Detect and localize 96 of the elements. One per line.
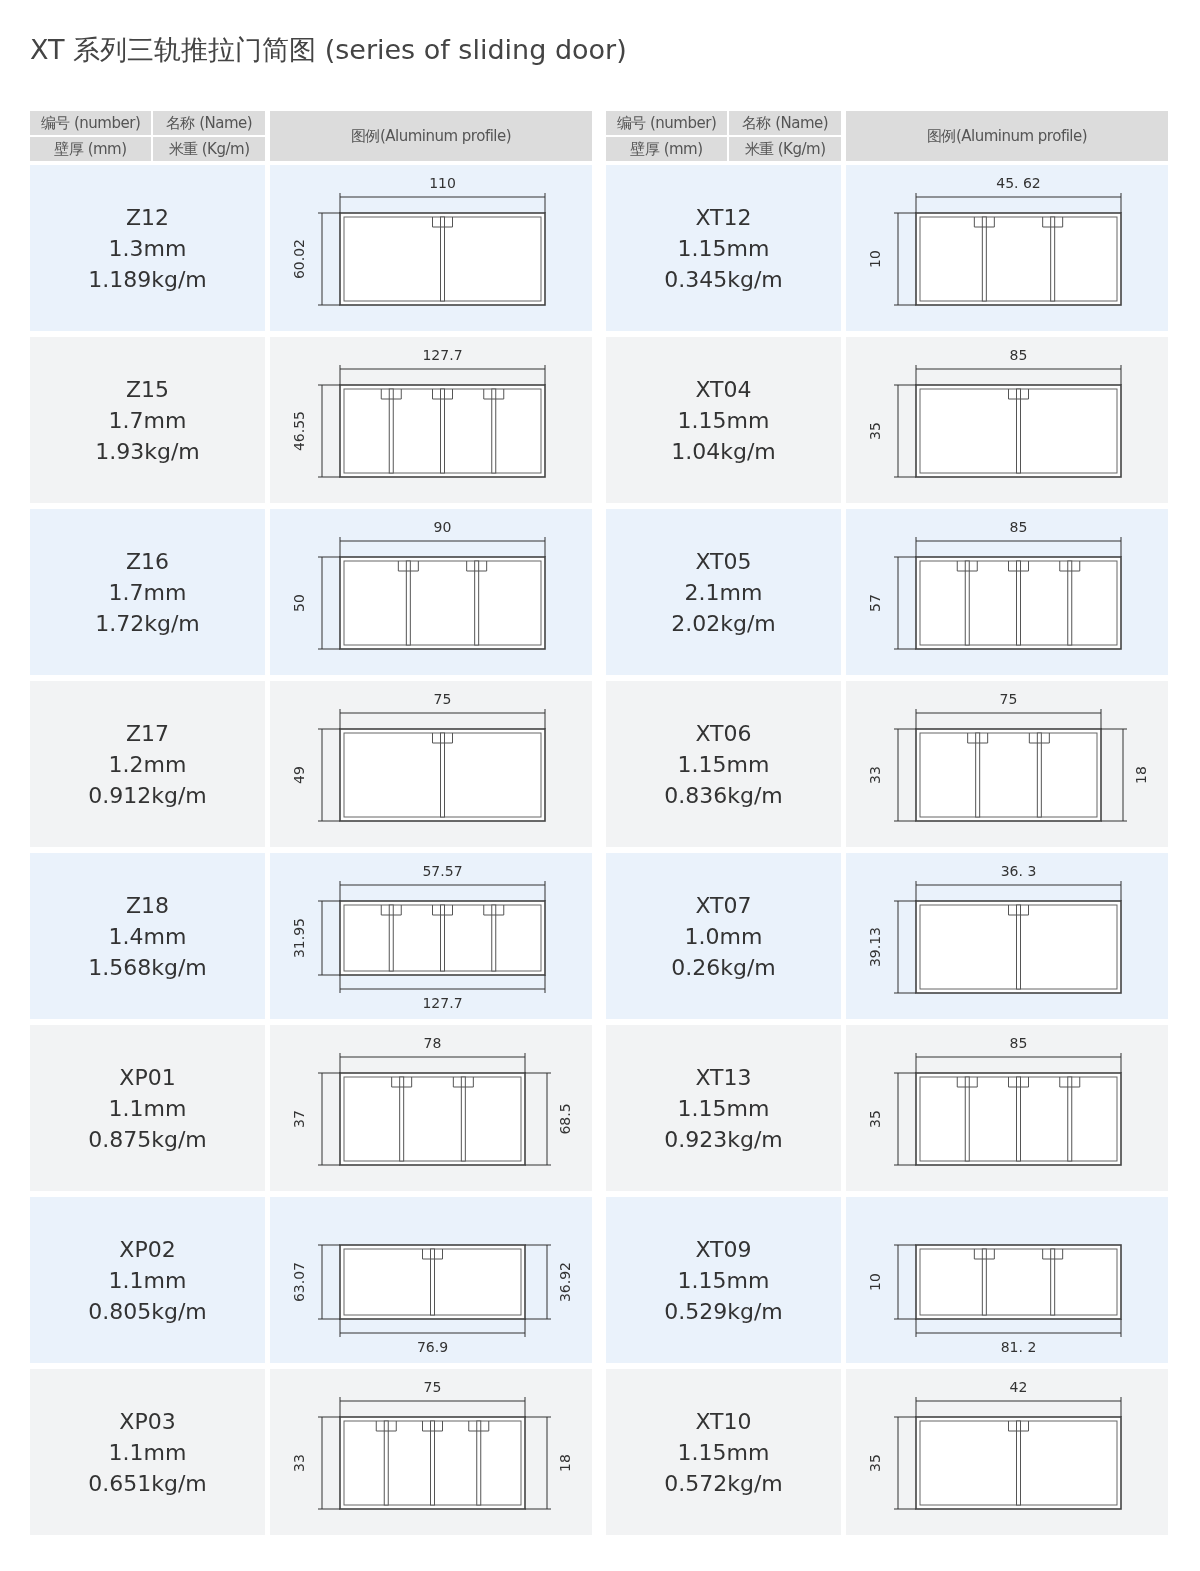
meter-weight: 0.805kg/m: [88, 1297, 207, 1326]
meter-weight: 0.572kg/m: [664, 1469, 783, 1498]
dimension-label: 63.07: [291, 1260, 307, 1305]
wall-thickness: 1.1mm: [108, 1094, 187, 1123]
dimension-label: 75: [432, 691, 453, 707]
profile-number: Z17: [125, 719, 170, 748]
profile-number: XT07: [695, 891, 752, 920]
dimension-label: 31.95: [291, 916, 307, 961]
column-header: 图例(Aluminum profile): [270, 111, 592, 161]
profile-number: XT04: [695, 375, 752, 404]
column-header: 壁厚 (mm): [606, 137, 727, 161]
dimension-label: 33: [291, 1453, 307, 1474]
dimension-label: 33: [867, 765, 883, 786]
column-header: 名称 (Name): [153, 111, 265, 135]
dimension-label: 37: [291, 1109, 307, 1130]
dimension-label: 50: [291, 593, 307, 614]
profile-number: XP03: [119, 1407, 176, 1436]
column-header: 图例(Aluminum profile): [846, 111, 1168, 161]
wall-thickness: 1.15mm: [677, 1438, 770, 1467]
wall-thickness: 1.2mm: [108, 750, 187, 779]
dimension-label: 42: [1008, 1379, 1029, 1395]
dimension-label: 110: [428, 175, 457, 191]
wall-thickness: 1.15mm: [677, 234, 770, 263]
wall-thickness: 1.15mm: [677, 750, 770, 779]
column-header: 壁厚 (mm): [30, 137, 151, 161]
meter-weight: 1.189kg/m: [88, 265, 207, 294]
dimension-label: 78: [422, 1035, 443, 1051]
column-header: 编号 (number): [606, 111, 727, 135]
profile-number: Z15: [125, 375, 170, 404]
dimension-label: 46.55: [291, 409, 307, 454]
wall-thickness: 2.1mm: [684, 578, 763, 607]
profile-number: XT06: [695, 719, 752, 748]
meter-weight: 1.04kg/m: [671, 437, 776, 466]
dimension-label: 81. 2: [999, 1339, 1038, 1355]
profile-number: Z16: [125, 547, 170, 576]
dimension-label: 10: [867, 249, 883, 270]
dimension-label: 60.02: [291, 237, 307, 282]
dimension-label: 35: [867, 1109, 883, 1130]
dimension-label: 36.92: [557, 1260, 573, 1305]
profile-number: Z18: [125, 891, 170, 920]
dimension-label: 90: [432, 519, 453, 535]
dimension-label: 75: [998, 691, 1019, 707]
meter-weight: 1.72kg/m: [95, 609, 200, 638]
wall-thickness: 1.0mm: [684, 922, 763, 951]
dimension-label: 127.7: [421, 347, 464, 363]
meter-weight: 0.651kg/m: [88, 1469, 207, 1498]
dimension-label: 10: [867, 1272, 883, 1293]
wall-thickness: 1.1mm: [108, 1438, 187, 1467]
meter-weight: 0.875kg/m: [88, 1125, 207, 1154]
meter-weight: 0.345kg/m: [664, 265, 783, 294]
meter-weight: 2.02kg/m: [671, 609, 776, 638]
meter-weight: 0.26kg/m: [671, 953, 776, 982]
dimension-label: 45. 62: [995, 175, 1042, 191]
dimension-label: 85: [1008, 1035, 1029, 1051]
dimension-label: 49: [291, 765, 307, 786]
wall-thickness: 1.3mm: [108, 234, 187, 263]
wall-thickness: 1.7mm: [108, 578, 187, 607]
meter-weight: 0.923kg/m: [664, 1125, 783, 1154]
dimension-label: 75: [422, 1379, 443, 1395]
dimension-label: 57: [867, 593, 883, 614]
profile-number: Z12: [125, 203, 170, 232]
wall-thickness: 1.15mm: [677, 1094, 770, 1123]
meter-weight: 0.529kg/m: [664, 1297, 783, 1326]
profile-number: XP01: [119, 1063, 176, 1092]
wall-thickness: 1.7mm: [108, 406, 187, 435]
wall-thickness: 1.15mm: [677, 406, 770, 435]
dimension-label: 35: [867, 421, 883, 442]
meter-weight: 0.836kg/m: [664, 781, 783, 810]
dimension-label: 57.57: [421, 863, 464, 879]
profile-number: XT05: [695, 547, 752, 576]
dimension-label: 35: [867, 1453, 883, 1474]
wall-thickness: 1.1mm: [108, 1266, 187, 1295]
meter-weight: 1.93kg/m: [95, 437, 200, 466]
meter-weight: 0.912kg/m: [88, 781, 207, 810]
wall-thickness: 1.4mm: [108, 922, 187, 951]
profile-number: XT10: [695, 1407, 752, 1436]
dimension-label: 18: [1133, 765, 1149, 786]
column-header: 编号 (number): [30, 111, 151, 135]
column-header: 米重 (Kg/m): [153, 137, 265, 161]
meter-weight: 1.568kg/m: [88, 953, 207, 982]
profile-number: XP02: [119, 1235, 176, 1264]
title: XT 系列三轨推拉门简图 (series of sliding door): [30, 33, 627, 67]
profile-number: XT12: [695, 203, 752, 232]
dimension-label: 36. 3: [999, 863, 1038, 879]
dimension-label: 76.9: [415, 1339, 450, 1355]
column-header: 名称 (Name): [729, 111, 841, 135]
profile-number: XT09: [695, 1235, 752, 1264]
dimension-label: 18: [557, 1453, 573, 1474]
column-header: 米重 (Kg/m): [729, 137, 841, 161]
profile-number: XT13: [695, 1063, 752, 1092]
dimension-label: 127.7: [421, 995, 464, 1011]
dimension-label: 85: [1008, 347, 1029, 363]
wall-thickness: 1.15mm: [677, 1266, 770, 1295]
dimension-label: 85: [1008, 519, 1029, 535]
dimension-label: 68.5: [557, 1102, 573, 1137]
dimension-label: 39.13: [867, 925, 883, 970]
